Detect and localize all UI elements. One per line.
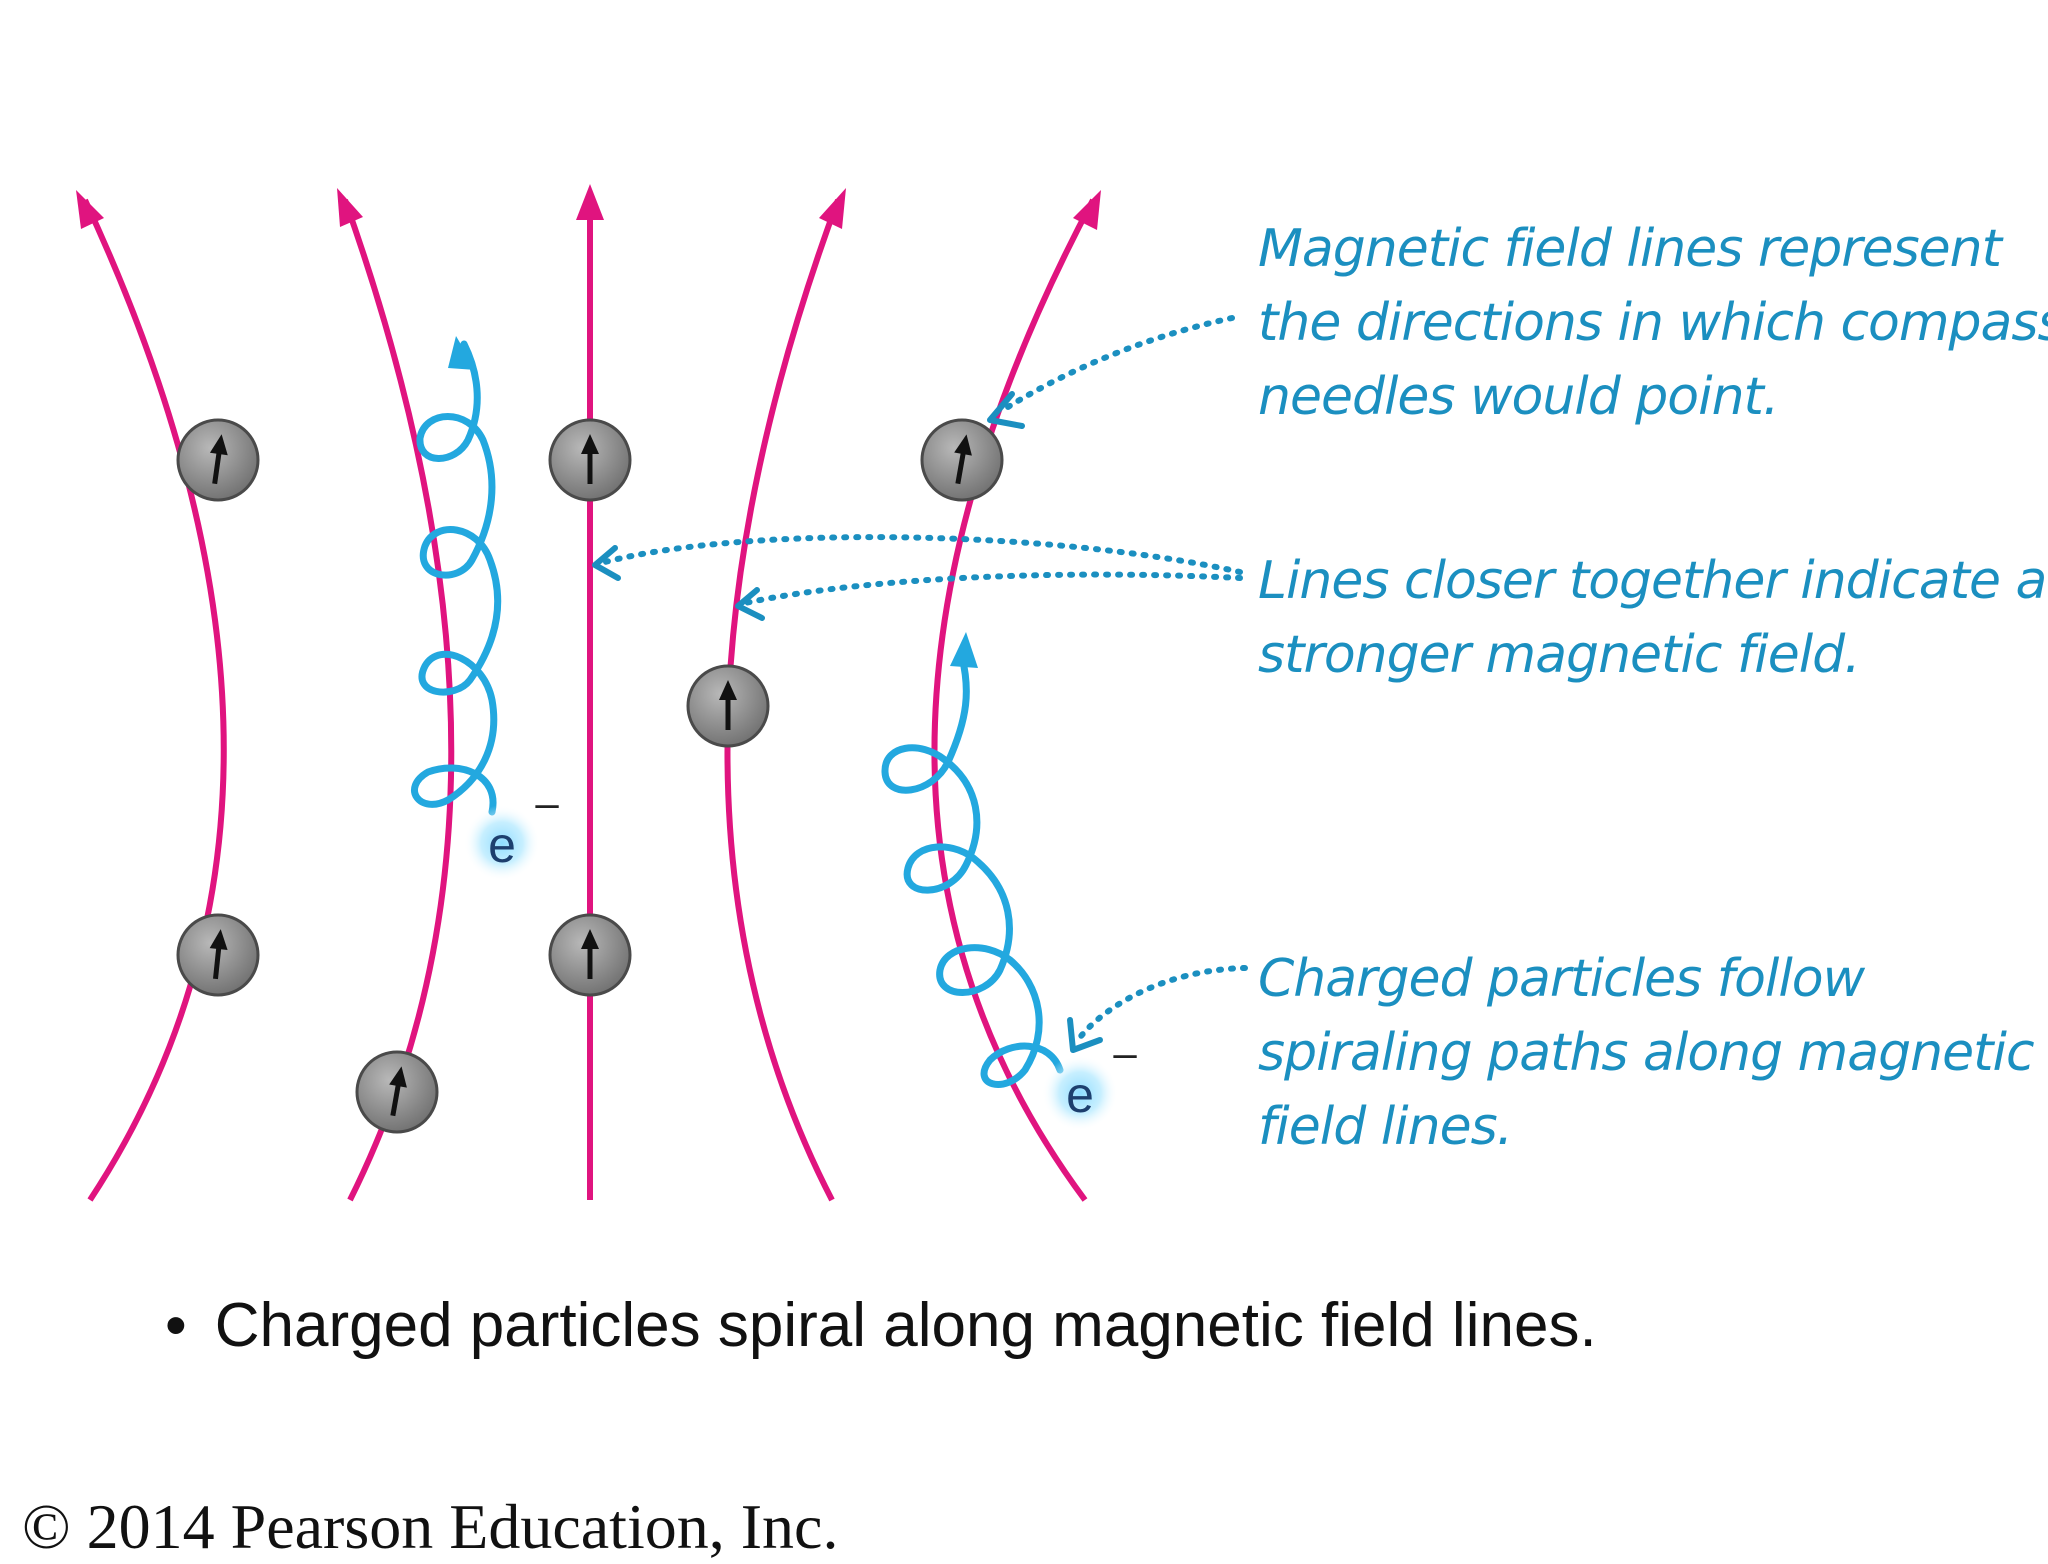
callout-line: field lines. (1258, 1097, 1513, 1157)
field-line-1 (82, 198, 227, 1202)
compass-needle-icon (548, 913, 632, 997)
compass-arrow (389, 1066, 407, 1117)
callout-arrow-closer-lines-1 (602, 534, 1243, 575)
magnetic-field-diagram: e – e – (76, 184, 1248, 1202)
callout-line: spiraling paths along magnetic (1258, 1023, 2035, 1083)
callout-arrowhead-compass (987, 391, 1025, 429)
callout-field-lines: Magnetic field lines represent the direc… (1258, 212, 2048, 434)
compass-arrow (954, 434, 972, 485)
bullet-text: Charged particles spiral along magnetic … (214, 1291, 1597, 1360)
callout-arrow-compass (997, 315, 1235, 415)
callout-arrow-spiral (1075, 965, 1248, 1043)
compass-needle-icon (548, 418, 632, 502)
arrowhead-3 (576, 184, 604, 220)
callout-line: Lines closer together indicate a (1258, 551, 2047, 611)
electron-glow (1042, 1055, 1118, 1131)
callout-line: stronger magnetic field. (1258, 625, 1861, 685)
callout-arrowhead-closer-1 (592, 545, 621, 581)
bullet-marker: • (165, 1291, 187, 1360)
arrowhead-5 (1073, 190, 1101, 230)
compass-arrow (581, 929, 599, 979)
electron-spiral-path-1 (411, 340, 502, 816)
arrowhead-1 (76, 190, 104, 229)
field-line-5 (931, 198, 1096, 1202)
field-line-2 (342, 198, 455, 1202)
compass-needle-icon (176, 913, 260, 997)
compass-arrow (209, 929, 228, 980)
compass-needle-icon (686, 664, 770, 748)
callout-line: Magnetic field lines represent (1258, 219, 2002, 279)
callout-line: Charged particles follow (1258, 949, 1865, 1009)
electron-spiral-path-2 (881, 653, 1064, 1088)
electron-charge-sign: – (535, 779, 559, 826)
callout-spiral: Charged particles follow spiraling paths… (1258, 942, 2035, 1164)
copyright-footer: © 2014 Pearson Education, Inc. (22, 1491, 839, 1562)
callout-arrow-closer-lines-2 (742, 571, 1243, 606)
compass-arrow (581, 434, 599, 484)
callout-line: the directions in which compass (1258, 293, 2048, 353)
arrowhead-2 (337, 188, 363, 227)
electron-symbol: e (488, 817, 516, 873)
spiral-arrowhead-2 (950, 632, 978, 668)
callout-line: needles would point. (1258, 367, 1779, 427)
electron-1: e – (464, 779, 559, 881)
compass-needle-icon (920, 418, 1004, 502)
compass-arrow (719, 680, 737, 730)
electron-charge-sign: – (1113, 1029, 1137, 1076)
compass-arrow (209, 434, 228, 485)
compass-needle-icon (176, 418, 260, 502)
callout-arrowhead-spiral (1067, 1017, 1103, 1053)
spiral-arrowhead-1 (448, 336, 476, 370)
arrowhead-4 (819, 188, 846, 229)
electron-2: e – (1042, 1029, 1137, 1131)
callout-arrowhead-closer-2 (735, 587, 765, 621)
electron-glow (464, 805, 540, 881)
bullet-point: • Charged particles spiral along magnetic… (165, 1290, 1597, 1361)
electron-symbol: e (1066, 1067, 1094, 1123)
compass-needle-icon (355, 1050, 439, 1134)
callout-closer-lines: Lines closer together indicate a stronge… (1258, 544, 2047, 692)
